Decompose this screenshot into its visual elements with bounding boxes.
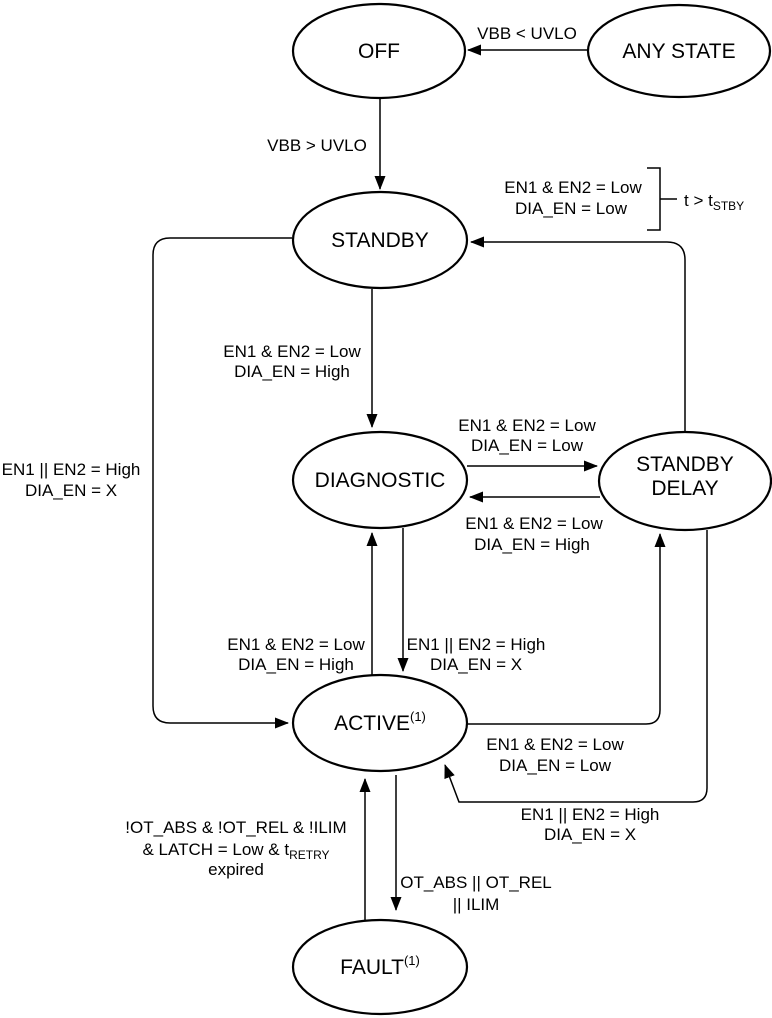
label-active-to-diagnostic-line2: DIA_EN = High <box>238 655 354 674</box>
edge-standbydelay-to-active <box>444 530 708 803</box>
edge-active-to-standbydelay <box>467 533 666 725</box>
label-active-to-fault-line2: || ILIM <box>453 895 500 914</box>
label-standbydelay-to-diagnostic-line1: EN1 & EN2 = Low <box>465 514 603 533</box>
state-active-label: ACTIVE(1) <box>334 709 426 735</box>
label-standbydelay-to-standby-line1: EN1 & EN2 = Low <box>504 178 642 197</box>
label-fault-to-active-line3: expired <box>208 860 264 879</box>
state-standby-shape <box>291 190 469 290</box>
label-active-to-standbydelay-line2: DIA_EN = Low <box>499 756 612 775</box>
label-active-to-fault-line1: OT_ABS || OT_REL <box>400 873 552 892</box>
label-standby-to-active-line1: EN1 || EN2 = High <box>2 460 141 479</box>
label-fault-to-active-line1: !OT_ABS & !OT_REL & !ILIM <box>125 818 346 837</box>
label-active-to-standbydelay-line1: EN1 & EN2 = Low <box>486 735 624 754</box>
state-standbydelay-label-line2: DELAY <box>651 477 718 500</box>
state-anystate-label: ANY STATE <box>622 40 735 63</box>
state-active-label-main: ACTIVE <box>334 712 410 735</box>
label-standbydelay-to-active-line2: DIA_EN = X <box>544 825 636 844</box>
state-off-shape <box>291 2 467 100</box>
timer-bracket <box>647 167 661 231</box>
label-diagnostic-to-active-line1: EN1 || EN2 = High <box>407 635 546 654</box>
timer-sub: STBY <box>713 199 744 213</box>
state-standbydelay-shape <box>597 430 772 532</box>
state-standby-label: STANDBY <box>331 229 429 252</box>
label-anystate-to-off: VBB < UVLO <box>477 24 577 43</box>
edge-standby-to-active <box>152 237 292 729</box>
label-standbydelay-to-diagnostic-line2: DIA_EN = High <box>474 535 590 554</box>
label-standby-to-diagnostic-line1: EN1 & EN2 = Low <box>223 342 361 361</box>
label-standbydelay-to-standby-line2: DIA_EN = Low <box>515 199 628 218</box>
timer-main: t > t <box>684 191 713 210</box>
state-fault-label-main: FAULT <box>340 956 404 979</box>
state-active-shape <box>291 673 469 773</box>
label-fault-to-active-line2-sub: RETRY <box>289 848 329 862</box>
label-standby-to-active-line2: DIA_EN = X <box>25 481 117 500</box>
state-active-label-sup: (1) <box>410 709 426 724</box>
label-standbydelay-to-active-line1: EN1 || EN2 = High <box>521 805 660 824</box>
label-standby-to-diagnostic-line2: DIA_EN = High <box>234 362 350 381</box>
label-fault-to-active-line2: & LATCH = Low & tRETRY <box>142 840 329 862</box>
label-fault-to-active-line2-main: & LATCH = Low & t <box>142 840 289 859</box>
state-standbydelay-label-line1: STANDBY <box>636 453 734 476</box>
state-off-label: OFF <box>358 40 400 63</box>
state-fault-label-sup: (1) <box>404 953 420 968</box>
state-diagnostic-shape <box>291 430 469 530</box>
state-diagnostic-label: DIAGNOSTIC <box>315 469 446 492</box>
label-diagnostic-to-standbydelay-line2: DIA_EN = Low <box>471 436 584 455</box>
state-anystate-shape <box>586 3 772 99</box>
state-fault-label: FAULT(1) <box>340 953 420 979</box>
label-off-to-standby: VBB > UVLO <box>267 136 367 155</box>
label-standbydelay-to-standby-timer: t > tSTBY <box>684 191 744 213</box>
label-diagnostic-to-active-line2: DIA_EN = X <box>430 655 522 674</box>
label-diagnostic-to-standbydelay-line1: EN1 & EN2 = Low <box>458 416 596 435</box>
label-active-to-diagnostic-line1: EN1 & EN2 = Low <box>227 635 365 654</box>
edge-standbydelay-to-standby <box>470 236 686 432</box>
state-fault-shape <box>291 918 469 1016</box>
